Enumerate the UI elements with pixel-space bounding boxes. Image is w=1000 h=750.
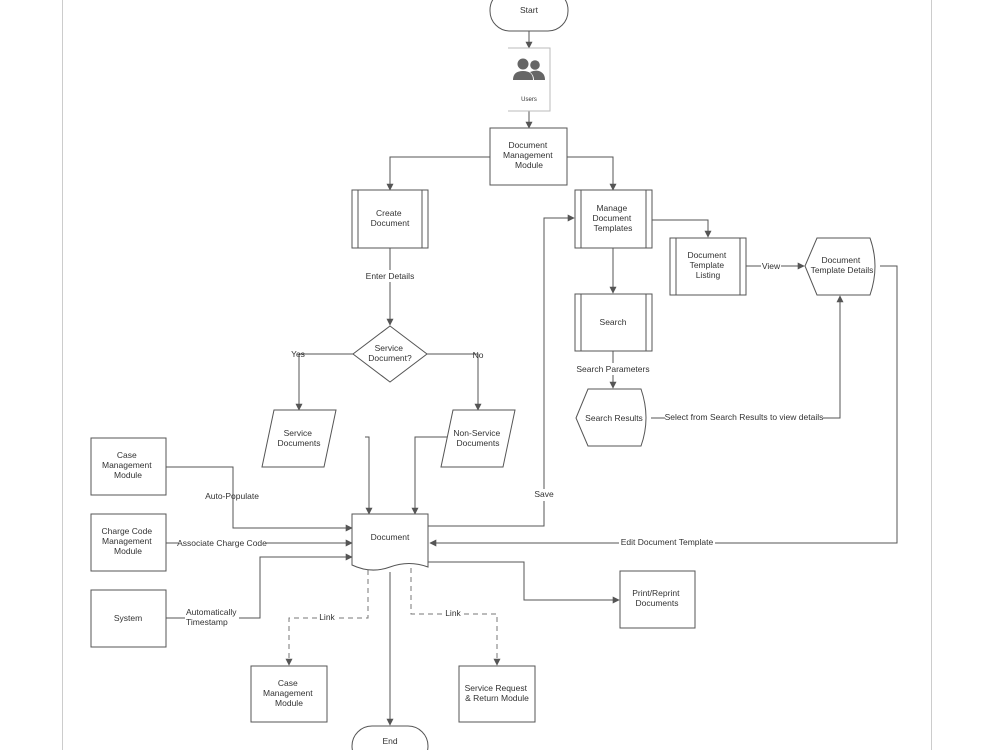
label-no: No (473, 350, 484, 360)
svg-text:Non-Service Documents: Non-Service Documents (453, 428, 502, 448)
edge-dms-manage (567, 156, 617, 191)
edge-details-document (429, 265, 898, 547)
svg-text:Print/Reprint Documents: Print/Reprint Documents (632, 588, 682, 608)
label-enter-details: Enter Details (366, 271, 415, 281)
label-select-from-results: Select from Search Results to view detai… (665, 412, 824, 422)
node-print-reprint-documents: Print/Reprint Documents (619, 570, 696, 629)
node-system: System (90, 589, 167, 648)
node-decision-service-document: Service Document? (352, 325, 428, 383)
svg-text:Case Management Mo: Case Management Module (263, 678, 315, 708)
node-start: Start (489, 0, 569, 32)
node-case-management-module-input: Case Management Module (90, 437, 167, 496)
node-non-service-documents: Non-Service Documents (440, 409, 516, 468)
edge-decision-yes (295, 353, 354, 411)
svg-text:Service Request & Return: Service Request & Return Module (465, 683, 530, 703)
svg-text:Service Document?: Service Document? (368, 343, 412, 363)
svg-text:Case Management Mo: Case Management Module (102, 450, 154, 480)
node-document-template-listing: Document Template Listing (669, 237, 747, 296)
node-start-text: Start (520, 5, 539, 15)
svg-text:Document: Document (371, 532, 410, 542)
label-associate-charge-code: Associate Charge Code (177, 538, 267, 548)
node-service-request-return-module: Service Request & Return Module (458, 665, 536, 723)
edge-decision-no (427, 353, 482, 411)
node-document-management-module: Document Management Module (489, 127, 568, 186)
edge-case-document (166, 466, 353, 532)
node-end: End (351, 725, 429, 750)
edge-manage-listing (652, 219, 712, 238)
node-case-management-module-output: Case Management Module (250, 665, 328, 723)
node-document: Document (351, 513, 429, 571)
node-document-template-details: Document Template Details (804, 237, 876, 296)
node-users: Users (508, 47, 551, 112)
edge-service-document (365, 436, 373, 515)
svg-text:Document Management: Document Management Module (503, 140, 555, 170)
edge-nonservice-document (411, 436, 453, 515)
edge-dms-create (386, 156, 490, 191)
edge-document-print (428, 561, 620, 604)
svg-text:Search Results: Search Results (585, 413, 643, 423)
label-auto-populate: Auto-Populate (205, 491, 259, 501)
node-search-results: Search Results (575, 388, 647, 447)
svg-text:Search: Search (600, 317, 627, 327)
svg-text:End: End (382, 736, 397, 746)
svg-text:Document Template Detail: Document Template Details (811, 255, 874, 275)
edge-results-details (651, 295, 844, 419)
label-view: View (762, 261, 781, 271)
svg-text:System: System (114, 613, 142, 623)
label-yes: Yes (291, 349, 305, 359)
users-icon (513, 58, 545, 80)
edge-link-service (410, 568, 501, 666)
node-service-documents: Service Documents (261, 409, 337, 468)
node-manage-document-templates: Manage Document Templates (574, 189, 653, 249)
node-charge-code-management-module: Charge Code Management Module (90, 513, 167, 572)
node-search: Search (574, 293, 653, 352)
label-search-parameters: Search Parameters (576, 364, 649, 374)
svg-text:Manage Document Te: Manage Document Templates (592, 203, 633, 233)
label-save: Save (534, 489, 554, 499)
svg-text:Document Template: Document Template Listing (687, 250, 728, 280)
svg-text:Service Documents: Service Documents (278, 428, 321, 448)
svg-text:Create Document: Create Document (371, 208, 410, 228)
edge-labels: Enter Details Yes No Search Parameters S… (177, 260, 823, 628)
svg-text:Charge Code Management: Charge Code Management Module (102, 526, 155, 556)
edge-document-manage (428, 214, 575, 527)
label-link-right: Link (445, 608, 461, 618)
label-edit-document-template: Edit Document Template (621, 537, 714, 547)
node-users-text: Users (521, 97, 537, 103)
node-create-document: Create Document (351, 189, 429, 249)
label-link-left: Link (319, 612, 335, 622)
label-automatically-timestamp: Automatically Timestamp (186, 607, 239, 627)
